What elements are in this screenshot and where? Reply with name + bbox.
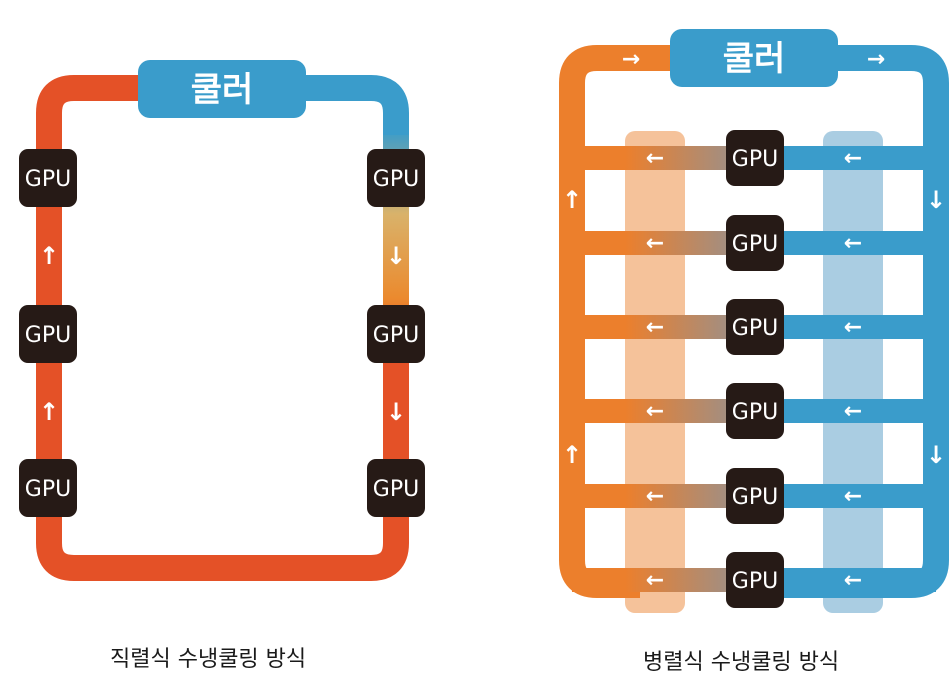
series-loop-pipe-cold [290,75,409,135]
parallel-gpu-5: GPU [726,468,784,524]
series-cooler-box [138,60,306,118]
parallel-branch-cold-6 [755,568,936,592]
parallel-branch-cold-1 [755,146,936,170]
parallel-branch-hot-1 [572,146,755,170]
series-gpu-right-2: GPU [367,305,425,363]
parallel-flow-arrow-left-hot-1: ← [646,146,664,171]
series-flow-arrow-down-1: ↓ [386,242,406,270]
series-gpu-left-1: GPU [19,149,77,207]
parallel-cooler-label: 쿨러 [723,39,786,79]
parallel-branch-cold-4 [755,399,936,423]
parallel-flow-arrow-left-cold-6: ← [844,568,862,593]
parallel-flow-arrow-right-2: → [867,47,885,72]
series-gpu-left-3: GPU [19,459,77,517]
parallel-flow-arrow-left-cold-4: ← [844,399,862,424]
series-diagram: 쿨러 ↑ ↑ ↓ ↓ GPU GPU GPU GPU GPU GPU [19,60,425,581]
parallel-gpu-rows: GPU ← ← GPU ← ← GPU ← ← GPU ← ← GPU ← ← GPU ← ← [646,130,862,608]
parallel-gpu-3: GPU [726,299,784,355]
series-gpu-label: GPU [373,167,419,192]
parallel-gpu-2: GPU [726,215,784,271]
parallel-branch-hot-2 [572,231,755,255]
parallel-diagram: 쿨러 → → ↑ ↑ ↓ ↓ GPU ← ← GPU ← ← GPU ← ← GPU ← ← GPU ← ←… [559,29,949,613]
series-flow-arrow-up-1: ↑ [39,242,59,270]
parallel-flow-arrow-left-hot-5: ← [646,484,664,509]
parallel-flow-arrow-left-cold-5: ← [844,484,862,509]
parallel-flow-arrow-left-cold-3: ← [844,315,862,340]
parallel-flow-arrow-left-hot-3: ← [646,315,664,340]
parallel-gpu-label: GPU [732,147,778,172]
parallel-gpu-label: GPU [732,232,778,257]
series-flow-arrow-down-2: ↓ [386,398,406,426]
parallel-cold-band [823,131,883,613]
parallel-branch-hot-3 [572,315,755,339]
parallel-gpu-label: GPU [732,400,778,425]
parallel-flow-arrow-left-hot-4: ← [646,399,664,424]
series-gpu-label: GPU [25,167,71,192]
series-gpu-label: GPU [25,477,71,502]
parallel-branch-pipes [572,146,936,592]
series-gpu-right-1: GPU [367,149,425,207]
series-loop-pipe-hot [36,75,409,581]
parallel-flow-arrow-down-1: ↓ [926,186,946,214]
parallel-branch-cold-3 [755,315,936,339]
series-cooler-label: 쿨러 [191,70,254,110]
parallel-flow-arrow-up-1: ↑ [562,186,582,214]
parallel-gpu-label: GPU [732,485,778,510]
parallel-gpu-4: GPU [726,383,784,439]
parallel-gpu-label: GPU [732,316,778,341]
series-gpu-left-2: GPU [19,305,77,363]
parallel-flow-arrow-right-1: → [622,47,640,72]
series-gpu-label: GPU [25,323,71,348]
parallel-branch-cold-5 [755,484,936,508]
parallel-flow-arrow-up-2: ↑ [562,441,582,469]
parallel-gpu-1: GPU [726,130,784,186]
parallel-hot-band [625,131,685,613]
series-gpu-label: GPU [373,477,419,502]
parallel-cooler-box [670,29,838,87]
parallel-flow-arrow-left-cold-1: ← [844,146,862,171]
parallel-flow-arrow-left-hot-6: ← [646,568,664,593]
parallel-branch-hot-6 [572,568,755,592]
parallel-branch-cold-2 [755,231,936,255]
series-gpu-right-3: GPU [367,459,425,517]
series-flow-arrow-up-2: ↑ [39,398,59,426]
parallel-caption: 병렬식 수냉쿨링 방식 [643,650,840,675]
parallel-branch-hot-4 [572,399,755,423]
parallel-flow-arrow-left-hot-2: ← [646,231,664,256]
parallel-branch-hot-5 [572,484,755,508]
series-caption: 직렬식 수냉쿨링 방식 [110,647,307,672]
parallel-gpu-6: GPU [726,552,784,608]
series-gpu-label: GPU [373,323,419,348]
parallel-flow-arrow-left-cold-2: ← [844,231,862,256]
parallel-flow-arrow-down-2: ↓ [926,441,946,469]
parallel-gpu-label: GPU [732,569,778,594]
